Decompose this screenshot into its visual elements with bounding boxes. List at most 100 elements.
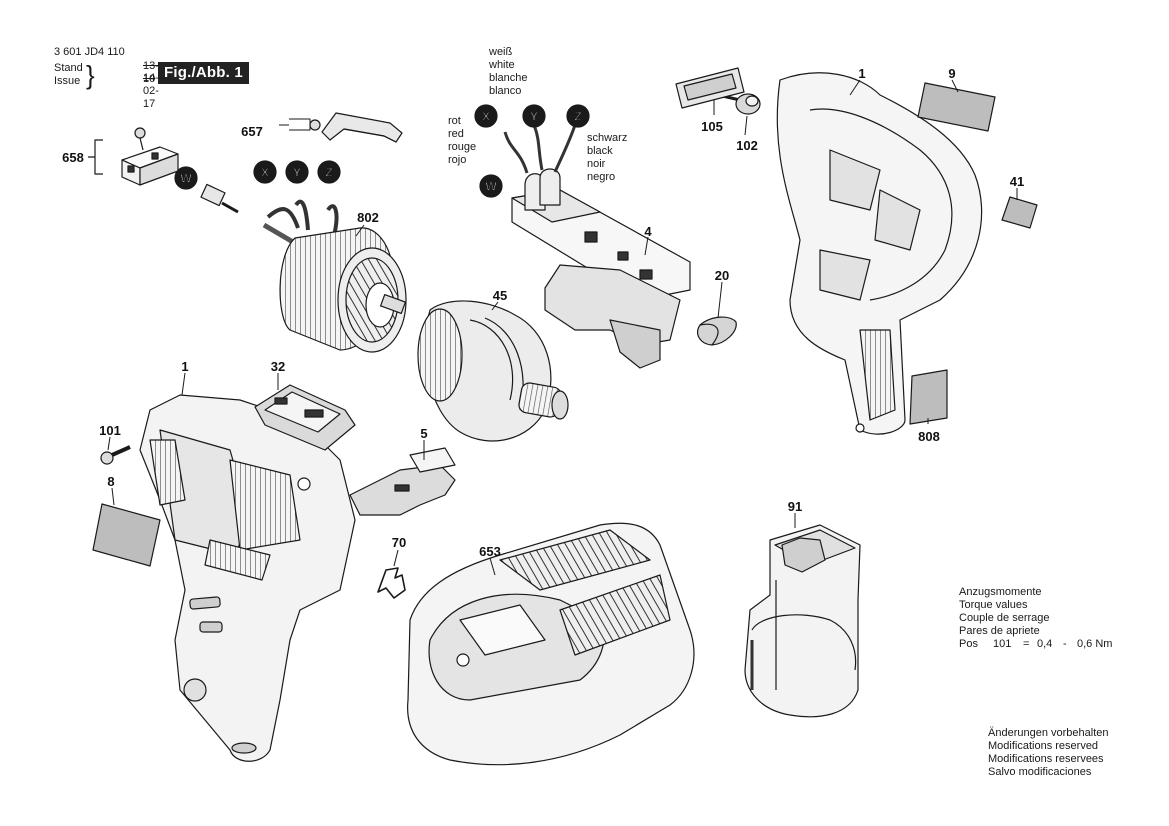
- part-number-5: 5: [420, 426, 427, 441]
- part-number-802: 802: [357, 210, 379, 225]
- svg-text:Y: Y: [530, 110, 538, 124]
- connector-y-switch: Y: [522, 104, 546, 128]
- part-101-screw: [100, 445, 131, 465]
- svg-text:X: X: [261, 166, 269, 180]
- part-number-45: 45: [493, 288, 507, 303]
- part-802-motor: [262, 199, 407, 353]
- motor-connector: [200, 183, 239, 214]
- torque-pos-number: 101: [993, 638, 1012, 650]
- part-5-slide-switch: [349, 447, 456, 516]
- stand-label: Stand: [54, 62, 83, 74]
- part-653-charger: [407, 522, 695, 766]
- connector-x-motor: X: [253, 160, 277, 184]
- part-number-808: 808: [918, 429, 940, 444]
- torque-line-fr: Couple de serrage: [959, 612, 1050, 624]
- connector-z-switch: Z: [566, 104, 590, 128]
- part-1-housing-right: [776, 72, 983, 435]
- wire-label-red-en: red: [448, 128, 464, 140]
- svg-text:Z: Z: [325, 166, 332, 180]
- wire-label-black-fr: noir: [587, 158, 606, 170]
- part-91-battery: [744, 524, 861, 718]
- wire-label-black: schwarz black noir negro: [587, 132, 627, 184]
- part-number-101: 101: [99, 423, 121, 438]
- connector-w-switch: W: [479, 174, 503, 198]
- wire-label-white-en: white: [489, 59, 515, 71]
- part-9-label: [917, 82, 996, 132]
- wire-label-white-fr: blanche: [489, 72, 528, 84]
- modifications-note: Änderungen vorbehalten Modifications res…: [988, 727, 1108, 779]
- wire-label-red-fr: rouge: [448, 141, 477, 153]
- modifications-de: Änderungen vorbehalten: [988, 727, 1109, 739]
- wire-label-black-de: schwarz: [587, 132, 628, 144]
- figure-badge: Fig./Abb. 1: [158, 62, 249, 84]
- part-70-clip: [377, 567, 406, 599]
- part-41-label: [1001, 196, 1038, 229]
- part-number-658: 658: [62, 150, 84, 165]
- wire-label-red: rot red rouge rojo: [448, 115, 476, 167]
- part-number-32: 32: [271, 359, 285, 374]
- part-45-gearbox: [417, 300, 569, 442]
- document-header: 3 601 JD4 110 Stand Issue } 13-10 14-02-…: [54, 46, 159, 110]
- wire-label-white-de: weiß: [489, 46, 513, 58]
- svg-text:W: W: [485, 180, 497, 194]
- part-number-70: 70: [392, 535, 406, 550]
- torque-line-de: Anzugsmomente: [959, 586, 1042, 598]
- torque-min: 0,4: [1037, 638, 1053, 650]
- modifications-fr: Modifications reservees: [988, 753, 1104, 765]
- part-102-cap: [735, 93, 761, 115]
- torque-pos-label: Pos: [959, 638, 978, 650]
- brace-icon: }: [86, 60, 95, 90]
- torque-dash: -: [1063, 638, 1067, 650]
- part-number-20: 20: [715, 268, 729, 283]
- part-4-switch-module: [503, 124, 691, 369]
- wire-label-white-es: blanco: [489, 85, 522, 97]
- leader-lines: [107, 79, 1018, 576]
- part-number-1-lower: 1: [181, 359, 188, 374]
- issue-label: Issue: [54, 75, 81, 87]
- torque-line-en: Torque values: [959, 599, 1028, 611]
- part-657-bracket: [309, 112, 403, 143]
- part-808-label: [909, 369, 948, 425]
- connector-x-switch: X: [474, 104, 498, 128]
- wire-label-white: weiß white blanche blanco: [489, 46, 528, 98]
- part-number-labels: 1 9 41 105 102 4 20 45 802 657 658 808 1…: [62, 66, 1024, 559]
- part-20-trigger: [697, 316, 737, 346]
- doc-number: 3 601 JD4 110: [54, 46, 125, 58]
- part-number-105: 105: [701, 119, 723, 134]
- stand-old-value: 13-10: [143, 60, 159, 85]
- part-8-label: [92, 503, 161, 567]
- modifications-es: Salvo modificaciones: [988, 766, 1092, 778]
- part-number-91: 91: [788, 499, 802, 514]
- connector-y-motor: Y: [285, 160, 309, 184]
- bracket-658: [88, 139, 103, 175]
- torque-equals: =: [1023, 638, 1030, 650]
- connector-w-motor: W: [174, 166, 198, 190]
- torque-note: Anzugsmomente Torque values Couple de se…: [959, 586, 1112, 651]
- svg-text:Z: Z: [574, 110, 581, 124]
- wire-label-black-en: black: [587, 145, 613, 157]
- torque-value-row: Pos 101 = 0,4-0,6 Nm: [959, 638, 1112, 651]
- svg-text:X: X: [482, 110, 490, 124]
- torque-max: 0,6 Nm: [1077, 638, 1113, 650]
- part-number-102: 102: [736, 138, 758, 153]
- part-32-switch-cover: [254, 384, 356, 451]
- wire-label-red-es: rojo: [448, 154, 467, 166]
- torque-line-es: Pares de apriete: [959, 625, 1040, 637]
- part-658-block: [121, 127, 179, 186]
- stand-new-value: 14-02-17: [143, 72, 159, 110]
- part-number-41: 41: [1010, 174, 1024, 189]
- connector-z-motor: Z: [317, 160, 341, 184]
- svg-text:W: W: [180, 172, 192, 186]
- wire-label-red-de: rot: [448, 115, 461, 127]
- part-number-1-upper: 1: [858, 66, 865, 81]
- modifications-en: Modifications reserved: [988, 740, 1099, 752]
- part-number-657: 657: [241, 124, 263, 139]
- svg-text:Y: Y: [293, 166, 301, 180]
- part-number-653: 653: [479, 544, 501, 559]
- part-number-4: 4: [644, 224, 652, 239]
- wire-label-black-es: negro: [587, 171, 616, 183]
- part-number-9: 9: [948, 66, 955, 81]
- part-number-8: 8: [107, 474, 114, 489]
- label-plate: [675, 67, 745, 109]
